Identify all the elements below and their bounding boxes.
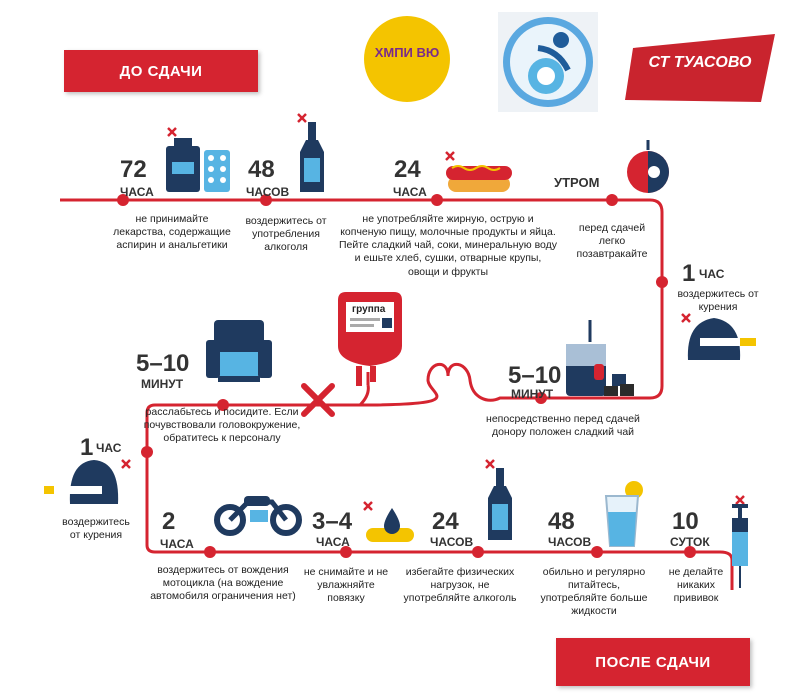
step-number: 24 [394,156,421,183]
step-description: не снимайте и не увлажняйте повязку [303,566,389,605]
bottle-icon [485,459,512,540]
timeline-dot [217,399,229,411]
logo-red-emblem [625,34,775,102]
timeline-dot [606,194,618,206]
timeline-dot [591,546,603,558]
hotdog-icon [445,151,512,192]
step-description: перед сдачей легко позавтракайте [576,222,648,261]
mother-child-logo-icon [503,17,593,107]
step-unit: МИНУТ [511,387,554,401]
timeline-dot [431,194,443,206]
step-number: 72 [120,156,147,183]
tea-icon [566,320,634,396]
timeline-dot [684,546,696,558]
step-unit: ЧАС [699,267,725,281]
medicine-icon [166,127,230,192]
step-number: 3–4 [312,508,353,535]
syringe-icon [732,495,748,588]
blood-bag-icon [338,292,402,386]
step-number: 24 [432,508,459,535]
step-unit: ЧАСОВ [246,185,290,199]
step-unit: ЧАСА [393,185,427,199]
step-number: 48 [548,508,575,535]
step-description: воздержитесь от курения [677,288,759,314]
water-glass-icon [604,481,643,547]
step-description: обильно и регулярно питайтесь, употребля… [540,566,648,618]
cigarette-icon [44,459,131,504]
timeline-dot [204,546,216,558]
step-description: избегайте физических нагрузок, не употре… [403,566,517,605]
step-description: расслабьтесь и посидите. Если почувствов… [143,406,301,445]
step-unit: ЧАСОВ [548,535,592,549]
bottle-icon [297,113,324,192]
step-description: воздержитесь от курения [62,516,130,542]
cigarette-icon [681,313,756,360]
step-number: 5–10 [508,362,562,389]
cross-mark-icon [301,383,335,417]
step-unit: ЧАСА [316,535,350,549]
step-description: воздержитесь от вождения мотоцикла (на в… [150,564,296,603]
logo-red-text: СТ ТУАСОВО [648,54,752,71]
step-number: 10 [672,508,699,535]
step-unit: УТРОМ [554,175,600,190]
timeline-dot [340,546,352,558]
step-description: воздержитесь от употребления алкоголя [245,215,327,254]
timeline-dot [535,392,547,404]
apple-icon [627,140,669,193]
bandage-icon [363,501,414,542]
step-unit: ЧАСА [120,185,154,199]
motorcycle-icon [214,496,302,536]
timeline-dot [260,194,272,206]
after-banner: ПОСЛЕ СДАЧИ [556,638,750,686]
before-banner: ДО СДАЧИ [64,50,258,92]
timeline-dot [141,446,153,458]
step-unit: СУТОК [670,535,710,549]
logo-red: СТ ТУАСОВО [625,30,775,106]
step-unit: ЧАСОВ [430,535,474,549]
timeline-dot [472,546,484,558]
logo-yellow-text: ХМПИ ВЮ [374,45,440,60]
timeline-dot [117,194,129,206]
logo-yellow: ХМПИ ВЮ [364,16,450,102]
blood-bag-label: группа [352,304,386,315]
step-description: не употребляйте жирную, острую и копчену… [338,213,558,278]
step-unit: ЧАС [96,441,122,455]
step-number: 48 [248,156,275,183]
step-unit: МИНУТ [141,377,184,391]
step-number: 2 [162,508,176,535]
armchair-icon [206,320,272,382]
step-number: 5–10 [136,350,190,377]
step-description: не принимайте лекарства, содержащие аспи… [113,213,231,252]
step-description: не делайте никаких прививок [668,566,724,605]
logo-blue [498,12,598,112]
step-number: 1 [80,434,94,461]
step-number: 1 [682,260,696,287]
step-description: непосредственно перед сдачей донору поло… [486,413,640,439]
step-unit: ЧАСА [160,537,194,551]
timeline-dot [656,276,668,288]
